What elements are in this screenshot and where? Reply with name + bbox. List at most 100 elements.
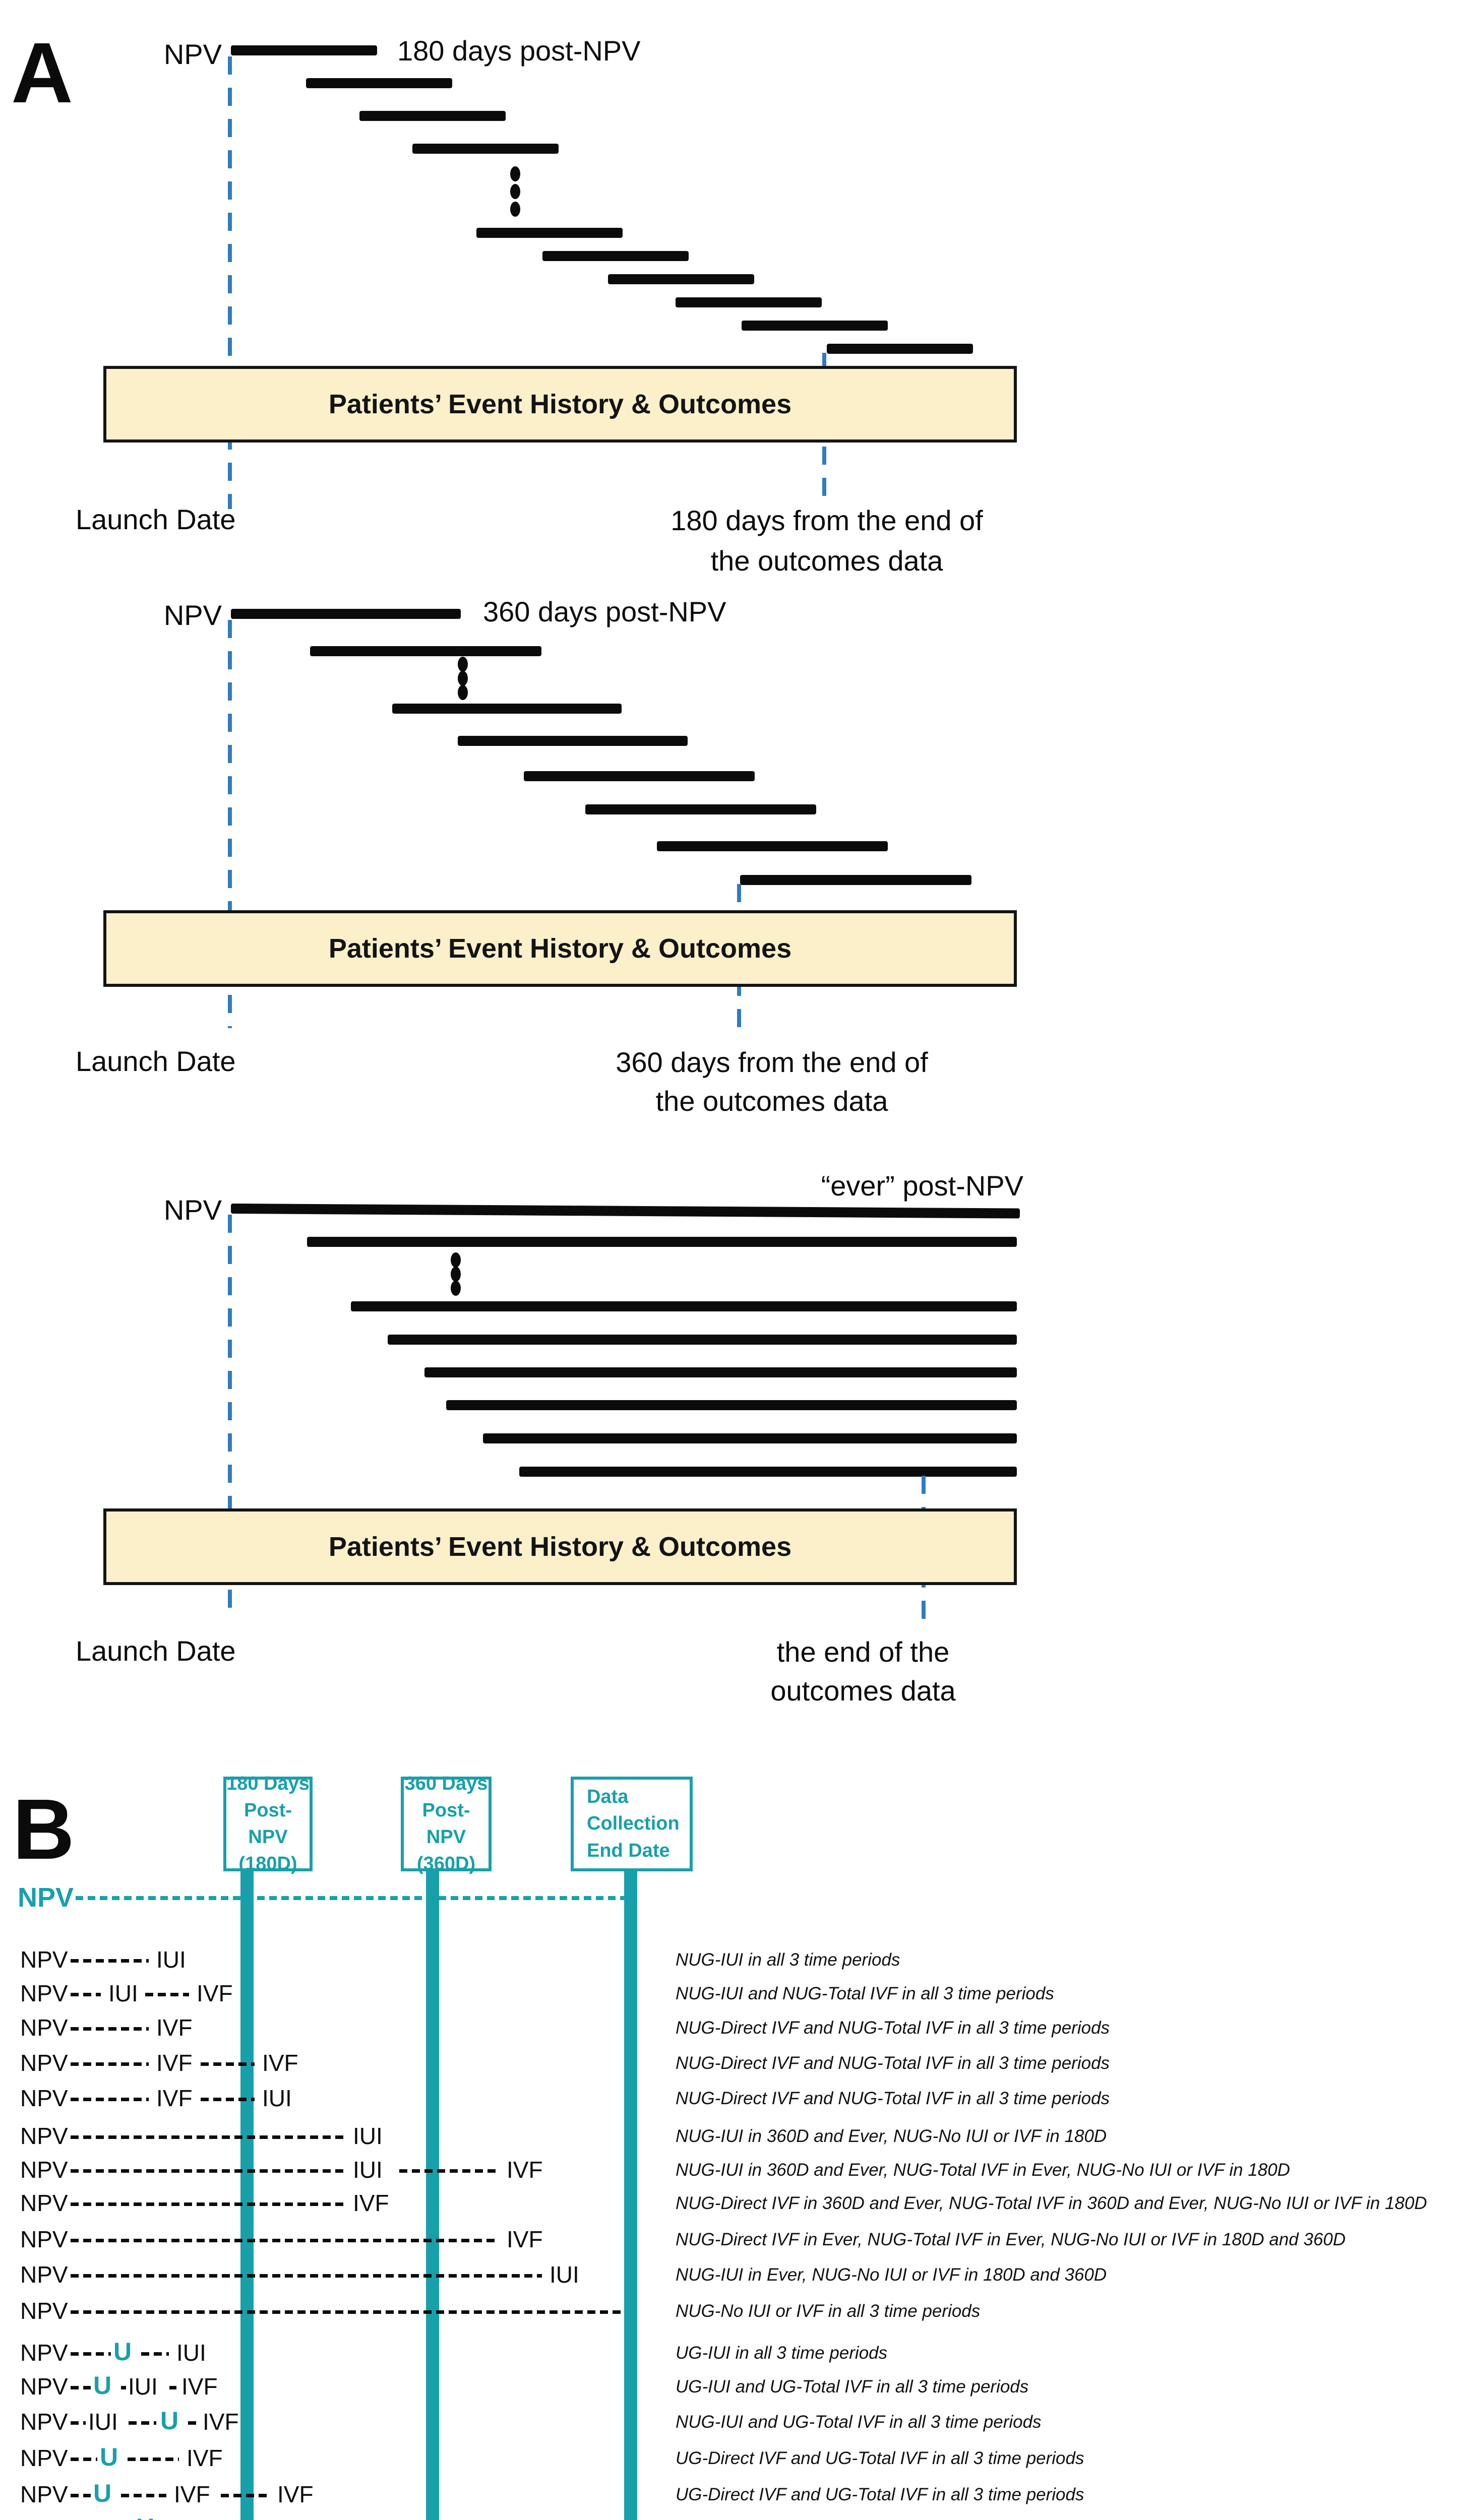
milestone-box: 360 Days Post-NPV (360D) [401,1773,492,1874]
row-label: IVF [203,2409,239,2435]
period-title: 180 days post-NPV [397,35,641,67]
row-right-description: NUG-Direct IVF and NUG-Total IVF in all … [676,2018,1110,2038]
timeline-bar [306,78,452,88]
row-right-description: UG-IUI in all 3 time periods [676,2343,888,2363]
row-right-description: NUG-No IUI or IVF in all 3 time periods [676,2301,981,2321]
row-label: NPV [20,2373,68,2400]
row-dash [71,2169,345,2173]
timeline-bar [542,251,689,261]
milestone-box: 180 Days Post-NPV (180D) [223,1773,313,1874]
timeline-bar [392,704,622,714]
ellipsis-dot [510,166,520,181]
ellipsis-dot [451,1281,461,1296]
timeline-bar [657,841,888,851]
timeline-bar [359,111,506,121]
end-window-label-line1: 360 days from the end of [616,1046,928,1078]
row-dash [71,2494,91,2497]
row-label: IVF [353,2190,389,2216]
timeline-bar [351,1301,1017,1311]
row-label: IVF [174,2481,210,2507]
timeline-bar [676,297,822,307]
row-right-description: NUG-IUI and NUG-Total IVF in all 3 time … [676,1984,1054,2003]
row-dash [71,1959,149,1963]
timeline-bar [310,646,541,656]
timeline-bar [412,144,559,154]
row-label: IVF [507,2157,543,2183]
row-right-description: UG-IUI and UG-Total IVF in all 3 time pe… [676,2377,1029,2397]
row-label: NPV [20,2298,68,2324]
npv-label: NPV [163,599,222,631]
row-dash [71,2027,149,2031]
timeline-bar [458,736,688,746]
row-dash [71,2386,91,2389]
row-right-description: NUG-Direct IVF in 360D and Ever, NUG-Tot… [676,2193,1427,2213]
row-right-description: UG-Direct IVF and UG-Total IVF in all 3 … [676,2485,1084,2504]
row-label: NPV [20,2409,68,2435]
row-label: NPV [20,2261,68,2288]
timeline-bar [742,321,888,331]
row-label: IVF [156,2014,193,2041]
row-label: NPV [20,2050,68,2076]
panel-a-label: A [11,25,73,121]
timeline-bar [424,1367,1017,1377]
row-right-description: NUG-IUI in Ever, NUG-No IUI or IVF in 18… [676,2265,1107,2285]
timeline-bar [230,1204,1020,1219]
period-title: 360 days post-NPV [483,596,726,627]
launch-date-line [228,1215,232,1620]
row-right-description: NUG-IUI in all 3 time periods [676,1950,900,1970]
row-label: IUI [176,2340,206,2366]
outcomes-box: Patients’ Event History & Outcomes [103,1508,1017,1585]
npv-timeline-dash [76,1896,630,1900]
row-label: IUI [128,2373,158,2400]
timeline-bar [483,1433,1017,1443]
row-u-marker: U [93,2371,112,2400]
row-dash [121,2494,166,2497]
row-right-description: NUG-Direct IVF and NUG-Total IVF in all … [676,2053,1110,2073]
panel-b-label: B [13,1782,75,1877]
row-label: IUI [108,1980,138,2006]
row-dash [71,2202,345,2206]
row-dash [71,2458,97,2461]
row-label: IVF [262,2050,298,2076]
ellipsis-dot [451,1252,461,1268]
row-label: IUI [353,2123,383,2149]
timeline-bar [519,1467,1017,1477]
ellipsis-dot [458,657,468,672]
milestone-bar [240,1871,254,2520]
outcomes-box: Patients’ Event History & Outcomes [103,910,1017,987]
row-label: IUI [88,2409,118,2435]
period-title: “ever” post-NPV [821,1170,1023,1202]
outcomes-box: Patients’ Event History & Outcomes [103,366,1017,443]
timeline-bar [585,804,816,814]
row-dash [129,2421,156,2425]
patient-row: NPVUIVFIUI [20,2513,681,2520]
row-dash [71,2239,499,2242]
timeline-bar [827,344,973,354]
row-dash [399,2169,499,2173]
row-label: NPV [20,2085,68,2111]
row-label: IUI [156,1946,186,1973]
row-dash [71,1993,101,1996]
row-label: IVF [507,2226,543,2252]
row-label: NPV [20,2481,68,2507]
row-u-marker: U [93,2479,112,2507]
timeline-bar [231,609,461,619]
npv-label: NPV [163,38,222,70]
row-dash [71,2421,86,2425]
row-label: IUI [353,2157,383,2183]
row-label: IUI [277,2515,307,2520]
row-label: NPV [20,2014,68,2041]
ellipsis-dot [458,671,468,686]
row-u-marker: U [113,2338,132,2366]
ellipsis-dot [510,202,520,217]
row-dash [128,2458,179,2461]
